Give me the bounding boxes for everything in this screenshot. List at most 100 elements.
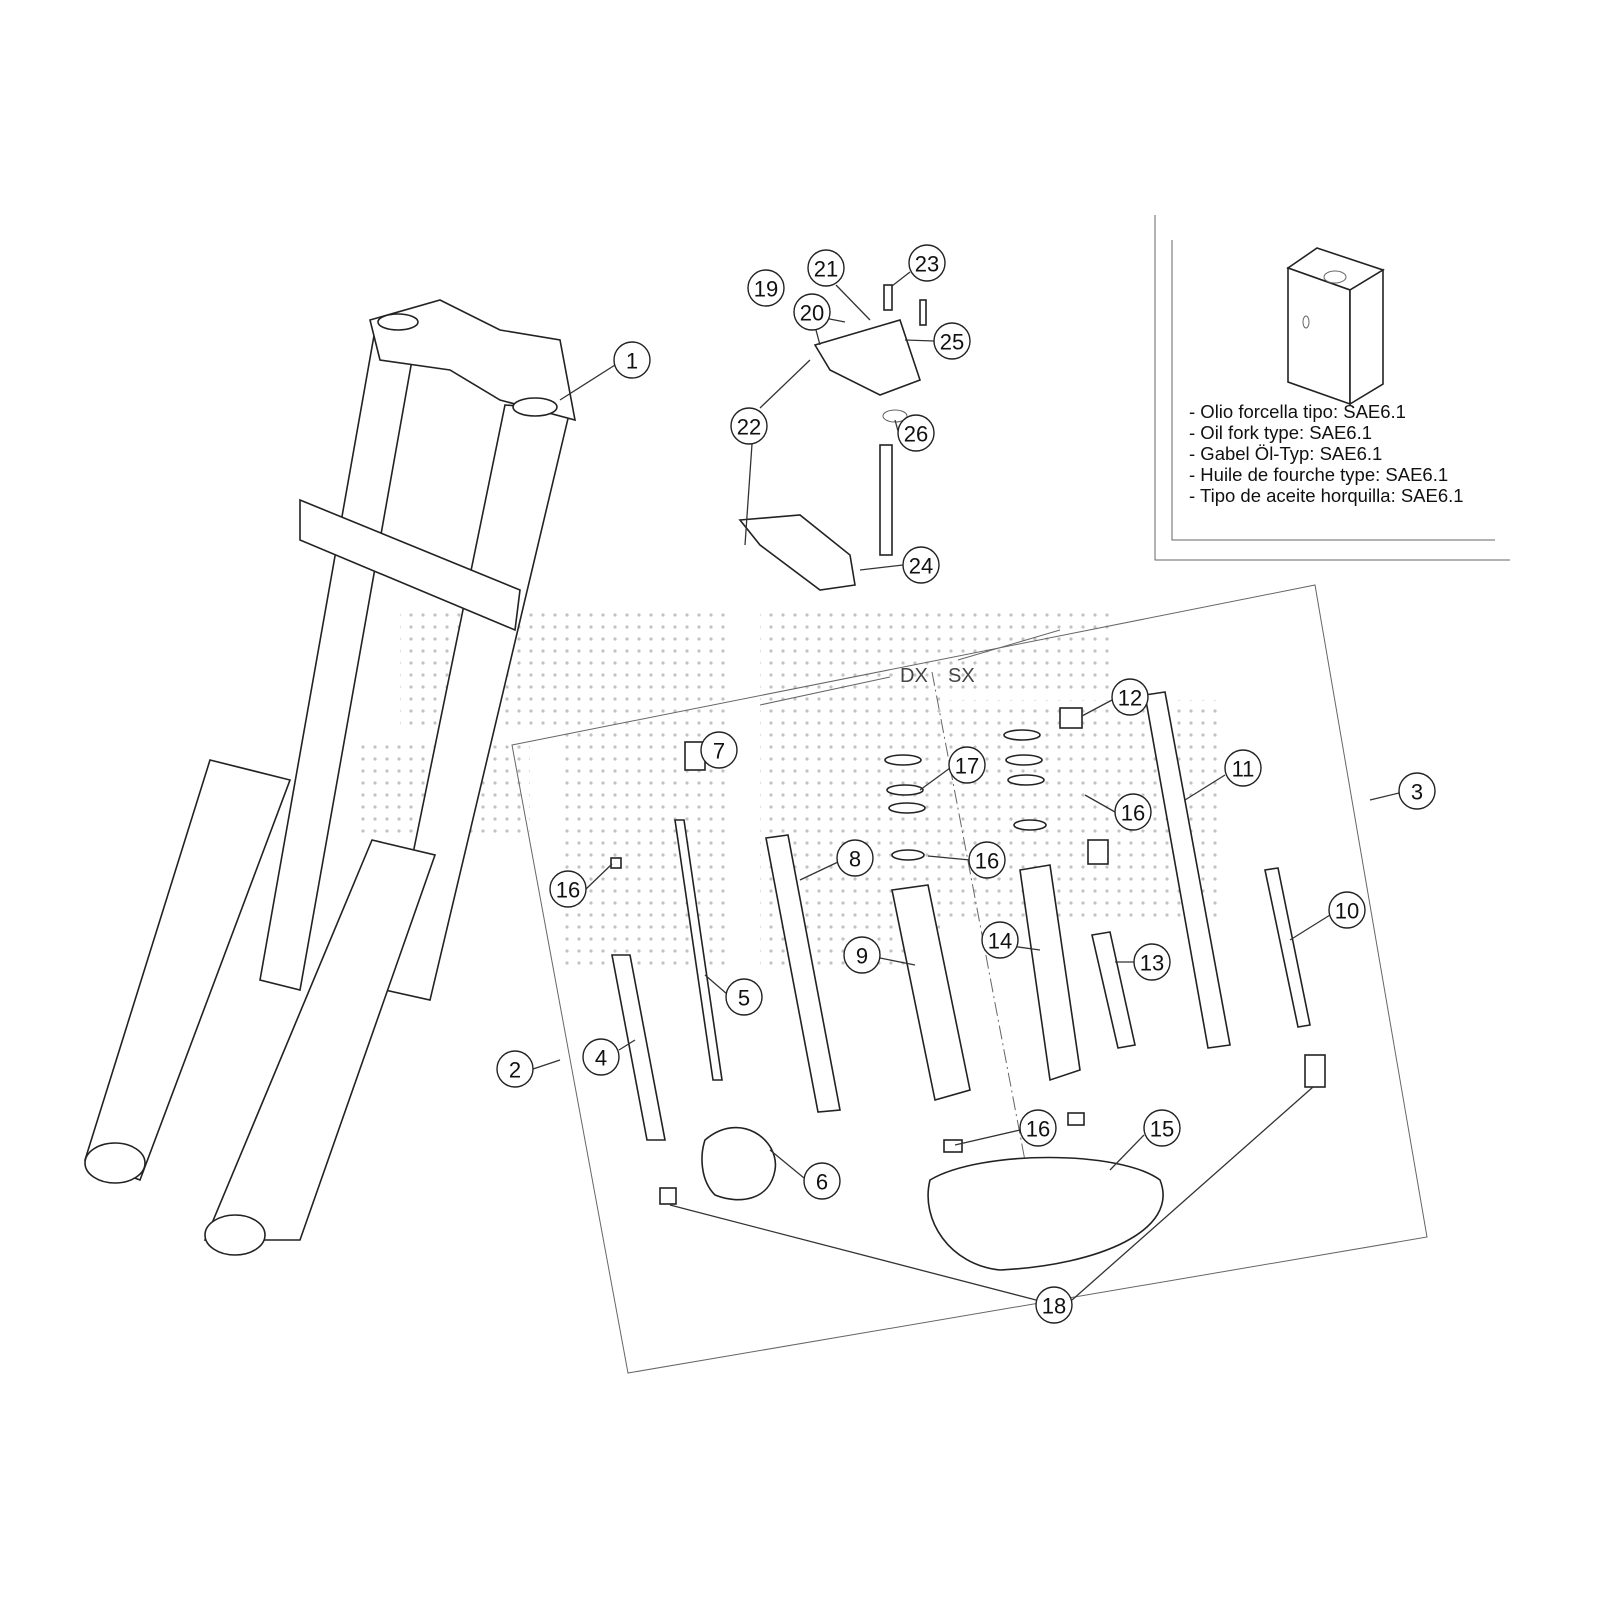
- callout-3: 3: [1398, 772, 1436, 810]
- note-line-de: - Gabel Öl-Typ: SAE6.1: [1189, 443, 1383, 464]
- note-line-it: - Olio forcella tipo: SAE6.1: [1189, 401, 1406, 422]
- callout-number: 10: [1335, 899, 1359, 924]
- callout-number: 25: [940, 330, 964, 355]
- callout-7: 7: [700, 731, 738, 769]
- callout-number: 20: [800, 301, 824, 326]
- callout-circle: [836, 839, 874, 877]
- side-label-left: SX: [948, 665, 975, 687]
- callout-number: 16: [1026, 1117, 1050, 1142]
- callout-16: 16: [968, 841, 1006, 879]
- callout-number: 16: [556, 878, 580, 903]
- callout-circle: [981, 921, 1019, 959]
- callout-circle: [725, 978, 763, 1016]
- callout-10: 10: [1328, 891, 1366, 929]
- callout-number: 3: [1411, 780, 1423, 805]
- callout-circle: [730, 407, 768, 445]
- callout-circle: [968, 841, 1006, 879]
- callout-circle: [747, 269, 785, 307]
- callout-circle: [1133, 943, 1171, 981]
- side-label-right: DX: [900, 665, 928, 687]
- callout-circle: [807, 249, 845, 287]
- callout-circle: [933, 322, 971, 360]
- note-box-frame: [1154, 215, 1510, 561]
- callout-16: 16: [1114, 793, 1152, 831]
- callout-16: 16: [549, 870, 587, 908]
- callout-circle: [1143, 1109, 1181, 1147]
- callout-17: 17: [948, 746, 986, 784]
- callout-number: 6: [816, 1170, 828, 1195]
- callout-1: 1: [613, 341, 651, 379]
- steering-stem-parts: [738, 284, 927, 591]
- callout-number: 17: [955, 754, 979, 779]
- callout-circle: [1111, 678, 1149, 716]
- callout-number: 19: [754, 277, 778, 302]
- callout-circle: [1328, 891, 1366, 929]
- callout-15: 15: [1143, 1109, 1181, 1147]
- callout-number: 9: [856, 944, 868, 969]
- callout-24: 24: [902, 546, 940, 584]
- callout-number: 22: [737, 415, 761, 440]
- seals: [884, 729, 1047, 861]
- callout-circle: [897, 414, 935, 452]
- callout-number: 16: [1121, 801, 1145, 826]
- callout-circle: [908, 244, 946, 282]
- callout-23: 23: [908, 244, 946, 282]
- callout-number: 14: [988, 929, 1012, 954]
- callout-25: 25: [933, 322, 971, 360]
- callout-circle: [902, 546, 940, 584]
- callout-number: 16: [975, 849, 999, 874]
- callout-8: 8: [836, 839, 874, 877]
- callout-number: 23: [915, 252, 939, 277]
- callout-21: 21: [807, 249, 845, 287]
- fork-kit-frame: [511, 584, 1428, 1374]
- callout-6: 6: [803, 1162, 841, 1200]
- callout-18: 18: [1035, 1286, 1073, 1324]
- oil-can-icon: [1286, 247, 1385, 406]
- callout-11: 11: [1224, 749, 1262, 787]
- callout-number: 7: [713, 739, 725, 764]
- callout-number: 12: [1118, 686, 1142, 711]
- callout-circle: [803, 1162, 841, 1200]
- callout-number: 5: [738, 986, 750, 1011]
- callout-12: 12: [1111, 678, 1149, 716]
- callout-number: 2: [509, 1058, 521, 1083]
- callout-circle: [1035, 1286, 1073, 1324]
- callout-2: 2: [496, 1050, 534, 1088]
- callout-number: 1: [626, 349, 638, 374]
- callout-circle: [613, 341, 651, 379]
- callout-19: 19: [747, 269, 785, 307]
- callout-circle: [1224, 749, 1262, 787]
- callout-number: 21: [814, 257, 838, 282]
- oil-type-note: - Olio forcella tipo: SAE6.1 - Oil fork …: [1189, 401, 1464, 506]
- callout-circle: [948, 746, 986, 784]
- callout-26: 26: [897, 414, 935, 452]
- callout-number: 8: [849, 847, 861, 872]
- callout-number: 18: [1042, 1294, 1066, 1319]
- callout-5: 5: [725, 978, 763, 1016]
- fork-kit-parts: [610, 691, 1326, 1271]
- callout-16: 16: [1019, 1109, 1057, 1147]
- callout-number: 13: [1140, 951, 1164, 976]
- callout-circle: [496, 1050, 534, 1088]
- note-line-es: - Tipo de aceite horquilla: SAE6.1: [1189, 485, 1464, 506]
- callout-9: 9: [843, 936, 881, 974]
- callout-circle: [843, 936, 881, 974]
- callout-circle: [582, 1038, 620, 1076]
- callout-number: 15: [1150, 1117, 1174, 1142]
- fork-assembly: [84, 299, 577, 1256]
- note-line-en: - Oil fork type: SAE6.1: [1189, 422, 1373, 443]
- callout-circle: [1114, 793, 1152, 831]
- callout-number: 4: [595, 1046, 607, 1071]
- callout-4: 4: [582, 1038, 620, 1076]
- callout-circle: [549, 870, 587, 908]
- callout-number: 24: [909, 554, 933, 579]
- callout-circle: [1019, 1109, 1057, 1147]
- leader-lines: [532, 271, 1400, 1301]
- note-line-fr: - Huile de fourche type: SAE6.1: [1189, 464, 1449, 485]
- callout-circle: [793, 293, 831, 331]
- callout-number: 11: [1232, 757, 1255, 782]
- callout-22: 22: [730, 407, 768, 445]
